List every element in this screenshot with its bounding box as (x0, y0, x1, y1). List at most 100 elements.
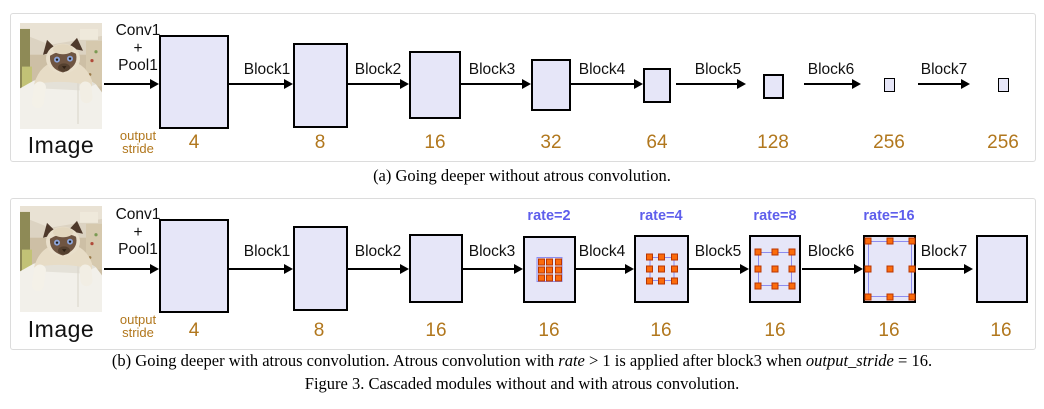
arrow-block1 (229, 264, 293, 274)
stride-value: 32 (540, 132, 562, 153)
atrous-dot (886, 237, 893, 245)
feature-block-a-os256-1 (884, 78, 895, 92)
arrow-block1 (229, 79, 293, 89)
feature-block-b-rate4 (634, 235, 689, 303)
atrous-dot (645, 277, 653, 285)
arrow-block6 (804, 79, 861, 89)
arrow-conv (104, 79, 159, 89)
atrous-grid-rate4 (645, 253, 678, 285)
feature-block-a-os256-2 (998, 78, 1009, 92)
feature-block-b-rate2 (523, 236, 576, 303)
atrous-dot (546, 274, 553, 281)
feature-block-a-os8 (293, 43, 348, 128)
block6-label: Block6 (807, 243, 855, 260)
arrow-block3 (461, 79, 531, 89)
atrous-dot (788, 282, 796, 290)
caption-b-text: = 16. (893, 351, 933, 370)
arrow-block6 (802, 264, 863, 274)
arrow-block5 (676, 79, 746, 89)
atrous-dot (554, 258, 562, 265)
feature-block-b-os4 (159, 219, 229, 313)
stride-value: 16 (425, 320, 447, 341)
caption-b: (b) Going deeper with atrous convolution… (0, 351, 1044, 371)
feature-block-a-os128 (763, 74, 784, 99)
arrow-block4 (571, 79, 643, 89)
atrous-dot (771, 248, 779, 256)
atrous-dot (908, 265, 915, 273)
arrow-block2 (348, 264, 409, 274)
stride-value: 16 (764, 320, 786, 341)
atrous-grid-rate16 (864, 237, 915, 301)
arrow-block2 (348, 79, 409, 89)
stride-value: 16 (878, 320, 900, 341)
stride-value: 16 (990, 320, 1012, 341)
atrous-dot (864, 293, 871, 301)
atrous-dot (537, 266, 545, 273)
stride-value: 64 (646, 132, 668, 153)
block7-label: Block7 (920, 243, 968, 260)
rate-label-8: rate=8 (753, 208, 797, 224)
output-stride-label: output stride (119, 312, 157, 340)
stride-value: 256 (987, 132, 1019, 153)
caption-a: (a) Going deeper without atrous convolut… (373, 166, 671, 185)
atrous-grid-rate2 (536, 257, 563, 282)
block4-label: Block4 (578, 61, 626, 78)
output-stride-label: output stride (119, 128, 157, 156)
rate-label-2: rate=2 (527, 208, 571, 224)
arrow-block4 (576, 264, 634, 274)
arrow-block5 (689, 264, 749, 274)
cat-input-image (20, 206, 102, 312)
stride-value: 4 (188, 320, 200, 341)
atrous-dot (886, 293, 893, 301)
conv1-pool1-label: Conv1 + Pool1 (115, 22, 161, 74)
feature-block-b-os16 (409, 234, 463, 303)
block5-label: Block5 (694, 61, 742, 78)
rate-label-16: rate=16 (863, 208, 915, 224)
stride-value: 16 (538, 320, 560, 341)
atrous-dot (537, 274, 545, 281)
block1-label: Block1 (243, 243, 291, 260)
image-label: Image (27, 316, 95, 342)
arrow-block7 (918, 264, 973, 274)
stride-value: 4 (188, 132, 200, 153)
math-rate: rate (558, 351, 585, 370)
atrous-dot (754, 282, 762, 290)
feature-block-b-rate8 (749, 235, 801, 303)
feature-block-b-os8 (293, 226, 348, 311)
atrous-dot (864, 265, 871, 273)
atrous-dot (670, 253, 678, 261)
arrow-conv (104, 264, 159, 274)
image-label: Image (27, 132, 95, 158)
stride-value: 8 (313, 320, 325, 341)
atrous-dot (908, 237, 915, 245)
atrous-dot (546, 266, 553, 273)
block4-label: Block4 (578, 243, 626, 260)
block3-label: Block3 (468, 243, 516, 260)
atrous-dot (754, 248, 762, 256)
atrous-dot (886, 265, 893, 273)
cat-input-image (20, 23, 102, 129)
atrous-dot (658, 277, 665, 285)
figure-caption: Figure 3. Cascaded modules without and w… (304, 374, 740, 393)
stride-value: 256 (873, 132, 905, 153)
conv1-pool1-label: Conv1 + Pool1 (115, 206, 161, 258)
atrous-dot (771, 282, 779, 290)
block6-label: Block6 (807, 61, 855, 78)
stride-value: 128 (757, 132, 789, 153)
block7-label: Block7 (920, 61, 968, 78)
block5-label: Block5 (694, 243, 742, 260)
atrous-dot (771, 265, 779, 273)
atrous-dot (670, 265, 678, 273)
atrous-grid-rate8 (754, 248, 796, 290)
stride-value: 16 (650, 320, 672, 341)
math-output-stride: output_stride (805, 351, 894, 370)
atrous-dot (645, 265, 653, 273)
block3-label: Block3 (468, 61, 516, 78)
atrous-dot (670, 277, 678, 285)
atrous-dot (546, 258, 553, 265)
atrous-dot (864, 237, 871, 245)
arrow-block7 (918, 79, 970, 89)
atrous-outline (536, 257, 563, 282)
stride-value: 16 (424, 132, 446, 153)
caption-b-text: (b) Going deeper with atrous convolution… (111, 351, 559, 370)
